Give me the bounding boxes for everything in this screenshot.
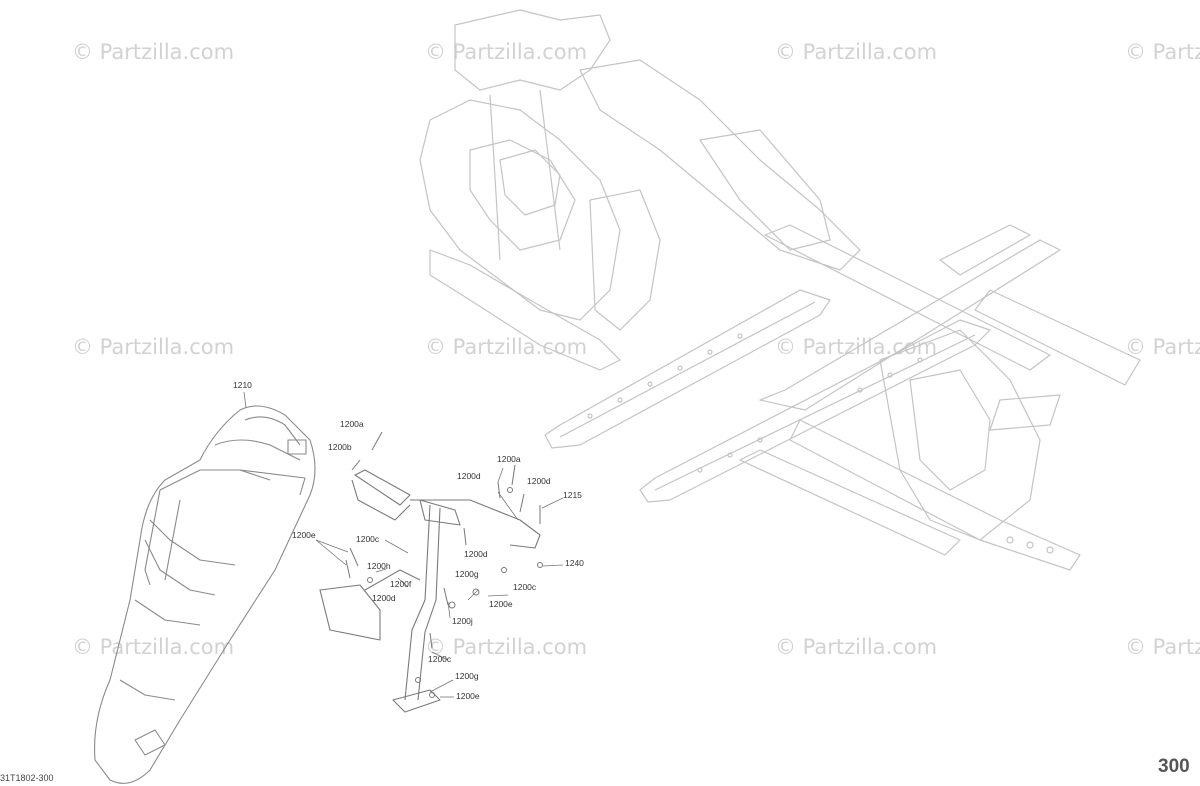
- callout-label: 1200d: [464, 549, 488, 559]
- callout-label: 1200c: [428, 654, 452, 664]
- watermark: © Partzilla.com: [1125, 335, 1200, 359]
- callout-label: 1200d: [527, 476, 551, 486]
- callout-label: 1200d: [372, 593, 396, 603]
- watermark: © Partzilla.com: [425, 635, 588, 659]
- watermark: © Partzilla.com: [72, 335, 235, 359]
- callout-label: 1215: [563, 490, 582, 500]
- watermark: © Partzilla.com: [425, 40, 588, 64]
- watermark: © Partzilla.com: [1125, 40, 1200, 64]
- fuel-tank-part-1210: [94, 405, 316, 784]
- vehicle-frame: [419, 9, 1141, 571]
- callout-label: 1200g: [455, 671, 479, 681]
- callout-label: 1200j: [452, 616, 473, 626]
- watermark: © Partzilla.com: [775, 335, 938, 359]
- callout-label: 1200e: [292, 530, 316, 540]
- watermark: © Partzilla.com: [775, 635, 938, 659]
- watermark: © Partzilla.com: [775, 40, 938, 64]
- callout-label: 1200h: [367, 561, 391, 571]
- callout-label: 1200a: [497, 454, 521, 464]
- support-bracket-assembly: [319, 469, 541, 713]
- callout-label: 1200f: [390, 579, 412, 589]
- callout-label: 1200a: [340, 419, 364, 429]
- watermark: © Partzilla.com: [1125, 635, 1200, 659]
- fasteners: [345, 431, 543, 698]
- callout-label: 1200e: [489, 599, 513, 609]
- page-number: 300: [1158, 756, 1190, 777]
- callout-label: 1200b: [328, 442, 352, 452]
- watermark: © Partzilla.com: [425, 335, 588, 359]
- leader-lines: [243, 391, 564, 698]
- callout-label: 1200e: [456, 691, 480, 701]
- callout-label: 1200d: [457, 471, 481, 481]
- callout-label: 1240: [565, 558, 584, 568]
- watermark: © Partzilla.com: [72, 635, 235, 659]
- watermark: © Partzilla.com: [72, 40, 235, 64]
- diagram-reference-code: 31T1802-300: [0, 773, 54, 783]
- callout-label: 1210: [233, 380, 252, 390]
- callout-label: 1200c: [356, 534, 380, 544]
- callout-label: 1200c: [513, 582, 537, 592]
- callout-label: 1200g: [455, 569, 479, 579]
